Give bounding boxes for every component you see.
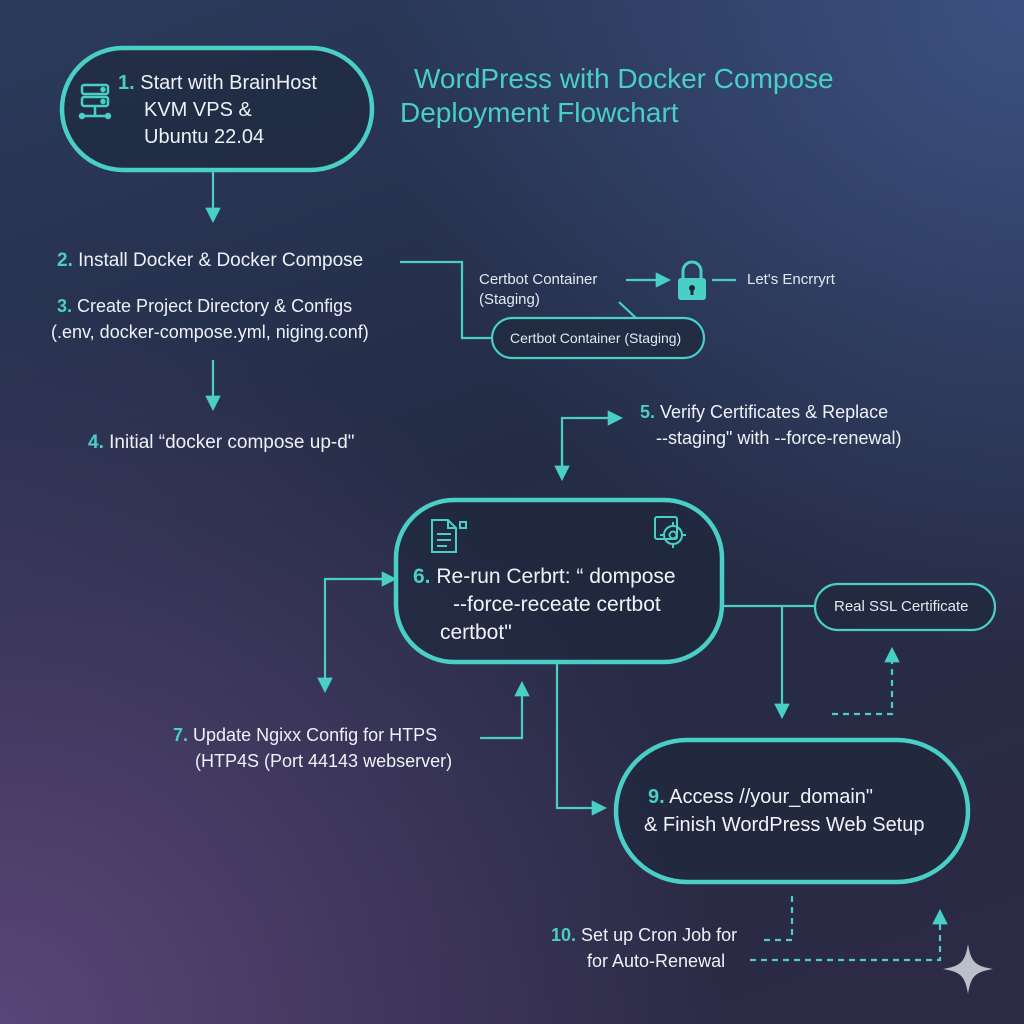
title-line-1: WordPress with Docker Compose xyxy=(414,63,834,94)
step-5: 5. Verify Certificates & Replace --stagi… xyxy=(640,399,901,451)
step-4-number: 4. xyxy=(88,432,104,453)
step-3-number: 3. xyxy=(57,296,73,316)
step-1-line-2: KVM VPS & xyxy=(144,99,252,121)
step-1: 1. Start with BrainHost KVM VPS & Ubuntu… xyxy=(118,70,317,151)
step-6-line-3: certbot" xyxy=(440,621,512,644)
step-6: 6. Re-run Cerbrt: “ dompose --force-rece… xyxy=(413,563,676,647)
step-10-line-1: Set up Cron Job for xyxy=(581,925,738,945)
real-ssl-certificate: Real SSL Certificate xyxy=(834,598,969,615)
gear-icon xyxy=(654,516,686,548)
step-7-line-2: (HTP4S (Port 44143 webserver) xyxy=(195,751,453,771)
step-3-line-1: Create Project Directory & Configs xyxy=(77,296,353,316)
page-subtitle: Deployment Flowchart xyxy=(400,96,679,130)
document-icon xyxy=(431,519,467,553)
step-2: 2. Install Docker & Docker Compose xyxy=(57,247,363,274)
step-5-line-2: --staging" with --force-renewal) xyxy=(656,428,902,448)
page-title: WordPress with Docker Compose xyxy=(414,62,834,96)
certbot-container-label: Certbot Container (Staging) xyxy=(479,270,597,310)
step-9-number: 9. xyxy=(648,786,665,808)
step-9: 9. Access //your_domain" & Finish WordPr… xyxy=(644,783,925,839)
step-6-line-2: --force-receate certbot xyxy=(453,593,661,616)
step-3-line-2: (.env, docker-compose.yml, niging.conf) xyxy=(51,322,369,342)
step-1-box xyxy=(59,45,375,173)
step-9-line-1: Access //your_domain" xyxy=(669,786,873,808)
step-7-number: 7. xyxy=(173,725,189,745)
letsencrypt-text: Let's Encrryrt xyxy=(747,271,835,288)
step-4-text: Initial “docker compose up-d" xyxy=(109,432,355,453)
step-7: 7. Update Ngixx Config for HTPS (HTP4S (… xyxy=(173,722,452,774)
server-icon xyxy=(78,83,112,120)
step-10: 10. Set up Cron Job for for Auto-Renewal xyxy=(551,922,737,974)
step-10-line-2: for Auto-Renewal xyxy=(587,951,726,971)
step-7-line-1: Update Ngixx Config for HTPS xyxy=(193,725,438,745)
certbot-label-line-2: (Staging) xyxy=(479,291,540,308)
step-2-number: 2. xyxy=(57,250,73,271)
letsencrypt-label: Let's Encrryrt xyxy=(747,270,835,290)
step-9-box xyxy=(613,737,971,885)
certbot-label-line-1: Certbot Container xyxy=(479,271,598,288)
step-9-line-2: & Finish WordPress Web Setup xyxy=(644,814,925,836)
step-2-text: Install Docker & Docker Compose xyxy=(78,250,364,271)
step-1-number: 1. xyxy=(118,72,135,94)
step-5-line-1: Verify Certificates & Replace xyxy=(660,402,889,422)
certbot-pill: Certbot Container (Staging) xyxy=(510,330,681,346)
title-line-2: Deployment Flowchart xyxy=(400,97,679,128)
certbot-pill-text: Certbot Container (Staging) xyxy=(510,330,682,346)
lock-icon xyxy=(678,260,706,300)
step-5-number: 5. xyxy=(640,402,656,422)
step-10-number: 10. xyxy=(551,925,577,945)
step-3: 3. Create Project Directory & Configs (.… xyxy=(51,293,369,345)
step-6-line-1: Re-run Cerbrt: “ dompose xyxy=(436,565,676,588)
step-4: 4. Initial “docker compose up-d" xyxy=(88,429,355,456)
real-ssl-text: Real SSL Certificate xyxy=(834,598,969,615)
step-1-line-3: Ubuntu 22.04 xyxy=(144,126,265,148)
step-6-number: 6. xyxy=(413,565,431,588)
sparkle-icon xyxy=(943,944,993,994)
step-1-line-1: Start with BrainHost xyxy=(140,72,317,94)
